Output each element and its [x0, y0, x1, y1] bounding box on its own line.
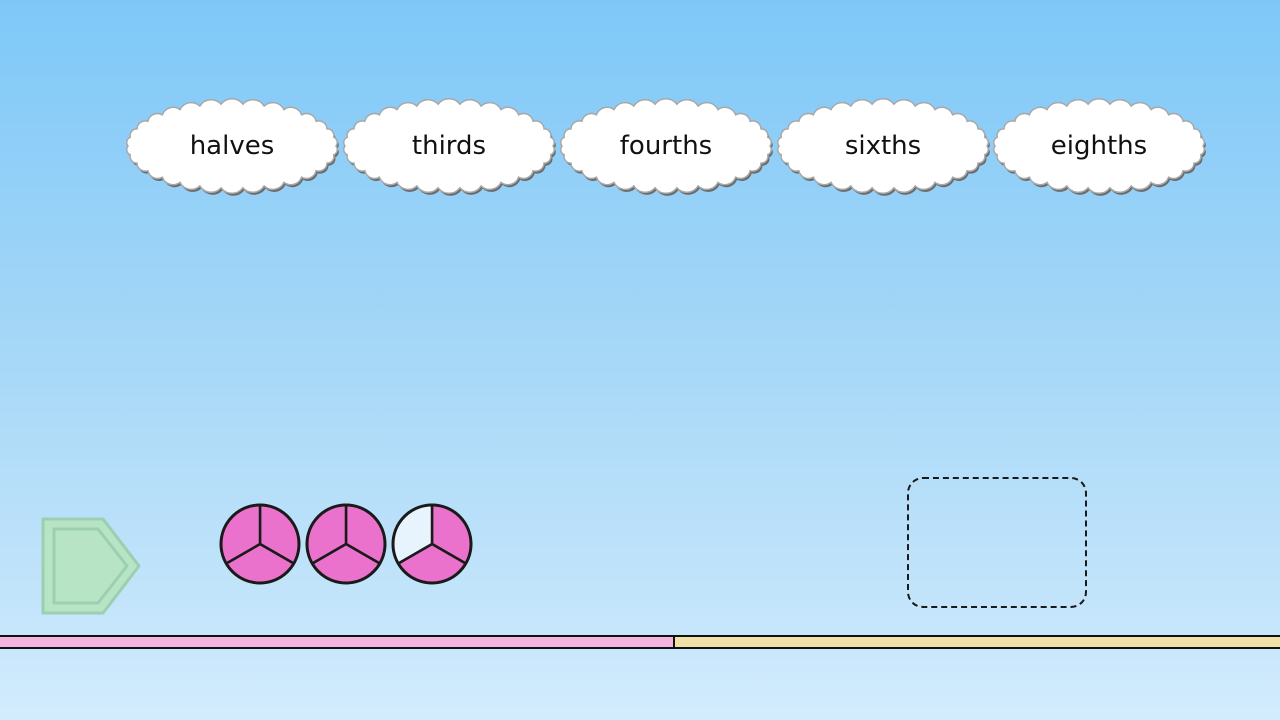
choice-eighths[interactable]: eighths: [989, 96, 1209, 196]
cloud-shape: [560, 98, 773, 196]
play-button[interactable]: [40, 516, 142, 616]
pie-svg: [219, 503, 301, 585]
pie-svg: [391, 503, 473, 585]
fraction-circle-1: [218, 503, 302, 585]
cloud-shape: [777, 98, 990, 196]
circle-outline: [305, 503, 387, 585]
answer-drop-zone[interactable]: [907, 477, 1087, 608]
progress-fill: [0, 637, 675, 647]
cloud-shape: [126, 98, 339, 196]
play-arrow-icon: [41, 517, 141, 615]
pie-svg: [305, 503, 387, 585]
fraction-circle-2: [304, 503, 388, 585]
choice-label: halves: [189, 131, 275, 161]
fraction-model: [218, 503, 478, 585]
choice-sixths[interactable]: sixths: [773, 96, 993, 196]
choice-thirds[interactable]: thirds: [339, 96, 559, 196]
fraction-circle-3: [390, 503, 474, 585]
choice-label: fourths: [619, 131, 713, 161]
circle-outline: [391, 503, 473, 585]
cloud-shape: [993, 98, 1206, 196]
choice-label: eighths: [1050, 131, 1148, 161]
circle-outline: [219, 503, 301, 585]
progress-bar: [0, 635, 1280, 649]
choice-label: sixths: [844, 131, 922, 161]
choice-fourths[interactable]: fourths: [556, 96, 776, 196]
cloud-shape: [343, 98, 556, 196]
choice-halves[interactable]: halves: [122, 96, 342, 196]
answer-choices: halves thirds fourths sixths eighths: [0, 96, 1280, 196]
choice-label: thirds: [411, 131, 487, 161]
